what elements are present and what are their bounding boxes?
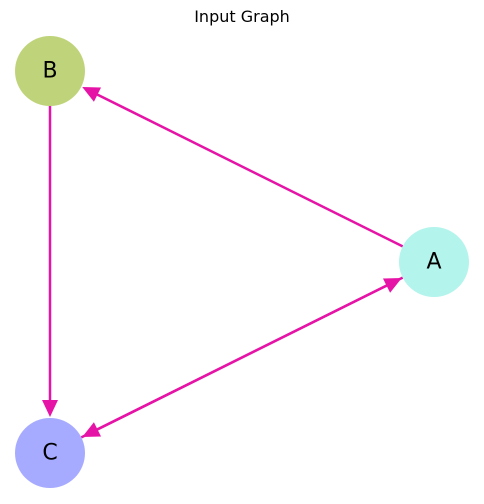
node-b: B <box>15 36 85 106</box>
node-a: A <box>399 227 469 297</box>
node-label: C <box>42 441 57 466</box>
edge-a-b <box>82 87 402 246</box>
edge-c-a <box>81 278 401 437</box>
edge-line <box>81 285 388 438</box>
edges-layer <box>42 87 403 437</box>
node-label: B <box>42 59 57 84</box>
edge-arrowhead <box>42 400 58 417</box>
node-label: A <box>426 250 441 275</box>
edge-b-c <box>42 106 58 417</box>
nodes-layer: A B C <box>15 36 469 488</box>
node-c: C <box>15 418 85 488</box>
edge-line <box>96 94 403 247</box>
